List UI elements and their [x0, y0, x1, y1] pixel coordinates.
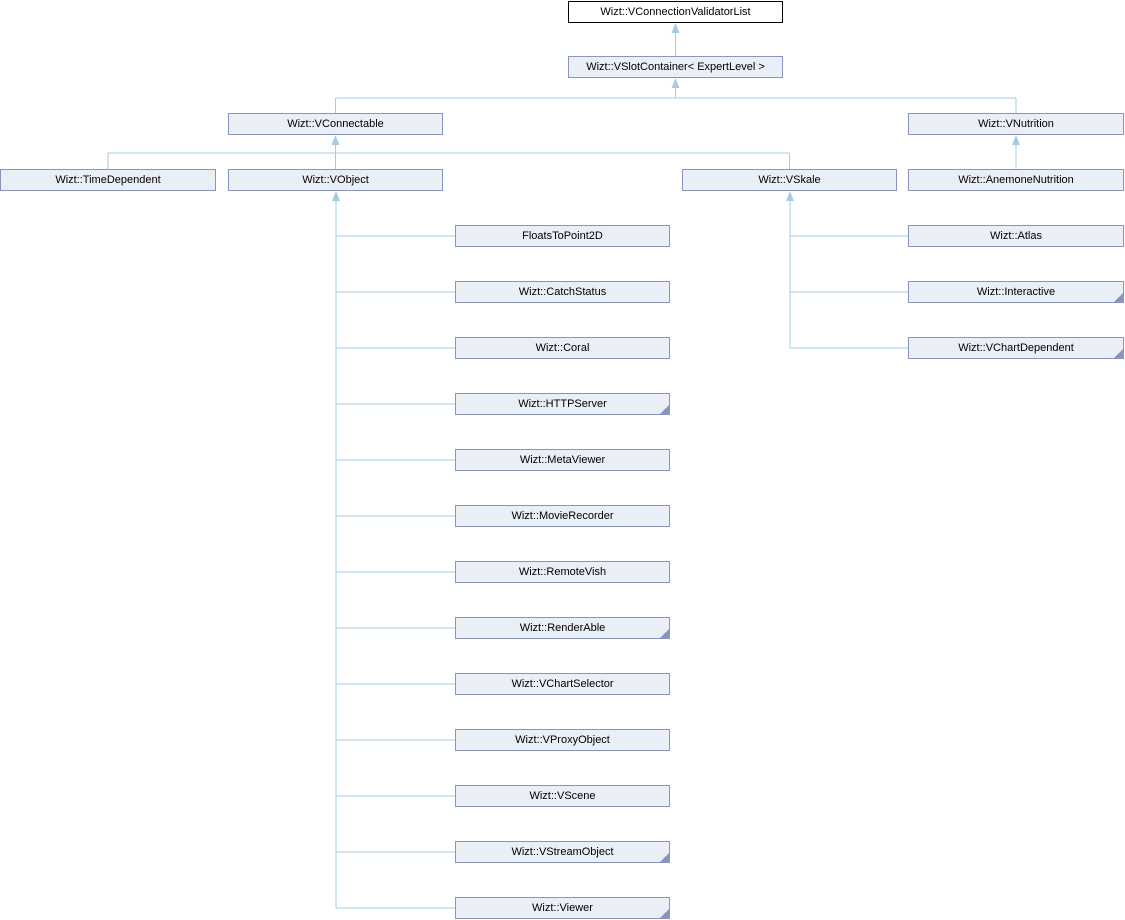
class-node-TimeDependent[interactable]: Wizt::TimeDependent — [0, 169, 216, 191]
class-node-RemoteVish[interactable]: Wizt::RemoteVish — [455, 561, 670, 583]
class-node-VNutrition[interactable]: Wizt::VNutrition — [908, 113, 1124, 135]
truncation-fold-icon — [1114, 293, 1123, 302]
class-node-VObject[interactable]: Wizt::VObject — [228, 169, 443, 191]
class-node-VSlotContainer[interactable]: Wizt::VSlotContainer< ExpertLevel > — [568, 56, 783, 78]
class-node-VStreamObject[interactable]: Wizt::VStreamObject — [455, 841, 670, 863]
class-node-VConnectionValidatorList: Wizt::VConnectionValidatorList — [568, 1, 783, 23]
class-node-FloatsToPoint2D[interactable]: FloatsToPoint2D — [455, 225, 670, 247]
class-node-VSkale[interactable]: Wizt::VSkale — [682, 169, 897, 191]
class-node-VScene[interactable]: Wizt::VScene — [455, 785, 670, 807]
class-node-AnemoneNutrition[interactable]: Wizt::AnemoneNutrition — [908, 169, 1124, 191]
truncation-fold-icon — [660, 629, 669, 638]
truncation-fold-icon — [660, 909, 669, 918]
class-node-HTTPServer[interactable]: Wizt::HTTPServer — [455, 393, 670, 415]
truncation-fold-icon — [660, 853, 669, 862]
class-node-VProxyObject[interactable]: Wizt::VProxyObject — [455, 729, 670, 751]
class-node-RenderAble[interactable]: Wizt::RenderAble — [455, 617, 670, 639]
class-node-MetaViewer[interactable]: Wizt::MetaViewer — [455, 449, 670, 471]
truncation-fold-icon — [660, 405, 669, 414]
class-node-Interactive[interactable]: Wizt::Interactive — [908, 281, 1124, 303]
truncation-fold-icon — [1114, 349, 1123, 358]
class-node-VChartSelector[interactable]: Wizt::VChartSelector — [455, 673, 670, 695]
class-node-VChartDependent[interactable]: Wizt::VChartDependent — [908, 337, 1124, 359]
class-node-MovieRecorder[interactable]: Wizt::MovieRecorder — [455, 505, 670, 527]
class-node-Viewer[interactable]: Wizt::Viewer — [455, 897, 670, 919]
class-node-Atlas[interactable]: Wizt::Atlas — [908, 225, 1124, 247]
class-node-Coral[interactable]: Wizt::Coral — [455, 337, 670, 359]
class-node-CatchStatus[interactable]: Wizt::CatchStatus — [455, 281, 670, 303]
class-node-VConnectable[interactable]: Wizt::VConnectable — [228, 113, 443, 135]
